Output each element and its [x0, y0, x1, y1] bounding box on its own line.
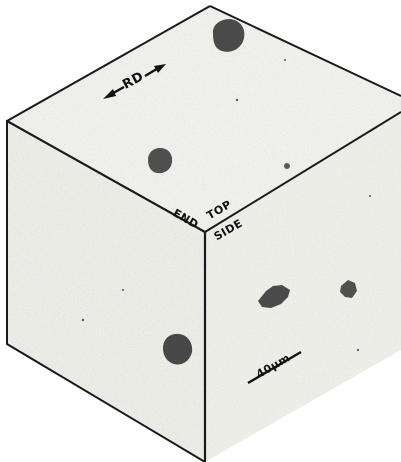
- speck: [82, 319, 84, 321]
- particle-end-face: [163, 334, 192, 365]
- particle-top-middle: [148, 148, 172, 173]
- speck: [122, 289, 124, 291]
- particle-top-small: [284, 163, 290, 169]
- speck: [236, 99, 238, 101]
- speck: [369, 195, 371, 197]
- speck: [357, 349, 359, 351]
- speck: [284, 59, 286, 61]
